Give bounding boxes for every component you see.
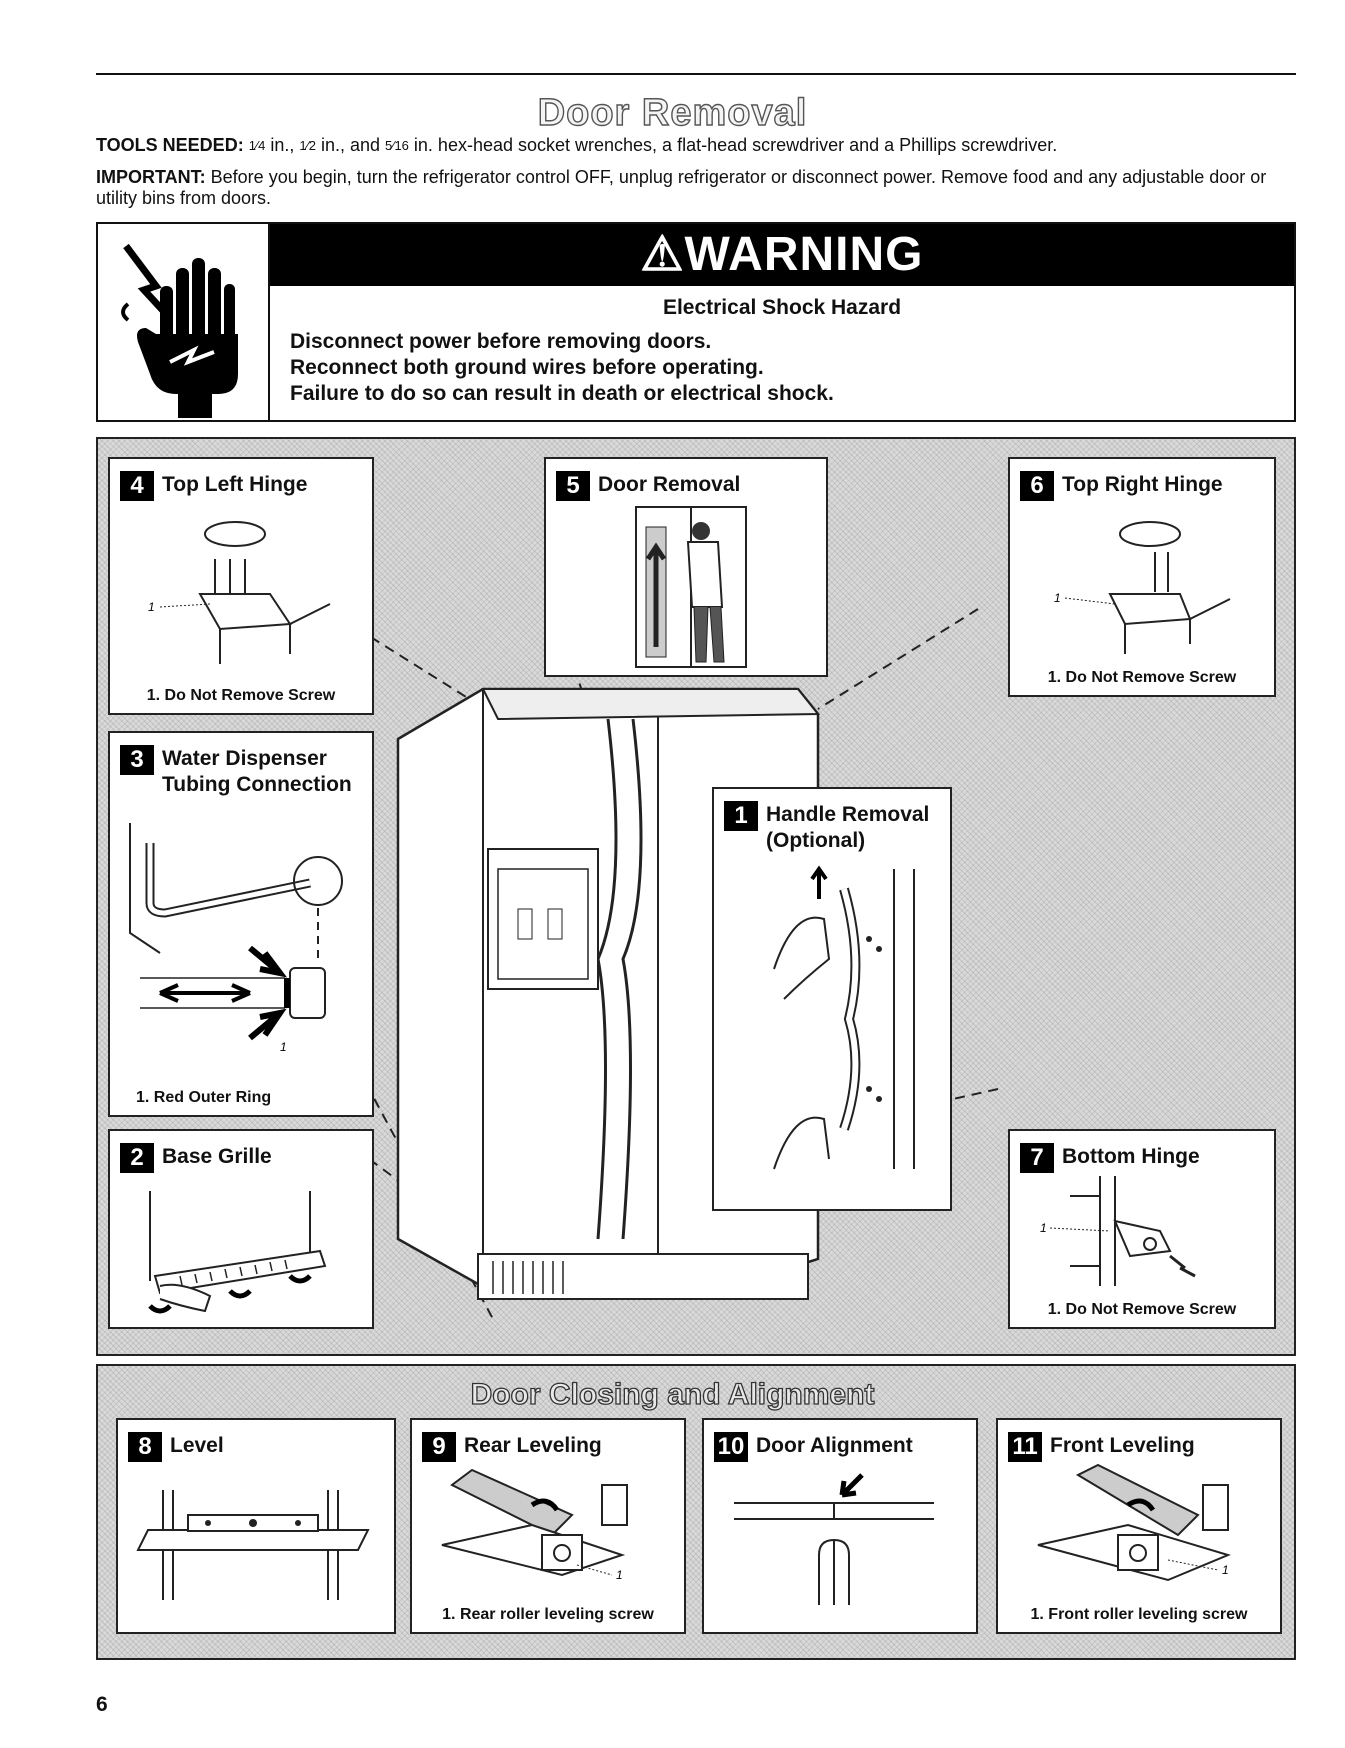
step-caption: 1. Do Not Remove Screw (1047, 669, 1237, 686)
tools-fraction-half: 1⁄2 (299, 138, 316, 153)
step-title: Rear Leveling (464, 1434, 602, 1457)
step-1-card: 1 Handle Removal (Optional) (712, 787, 952, 1211)
step-number: 7 (1020, 1143, 1054, 1173)
electrical-shock-hand-icon (98, 224, 270, 420)
top-rule (96, 73, 1296, 75)
door-alignment-illustration (734, 1473, 934, 1605)
hazard-title: Electrical Shock Hazard (662, 296, 902, 319)
step-number: 6 (1020, 471, 1054, 501)
callout-number: 1 (1054, 591, 1061, 605)
step-11-card: 11 Front Leveling 1 1. Front roller leve… (996, 1418, 1282, 1634)
tools-needed: TOOLS NEEDED: 1⁄4 in., 1⁄2 in., and 5⁄16… (96, 135, 1306, 156)
step-caption: 1. Do Not Remove Screw (1047, 1301, 1237, 1318)
step-caption: 1. Red Outer Ring (136, 1089, 272, 1106)
rear-leveling-illustration: 1 (441, 1468, 628, 1582)
bottom-hinge-illustration: 1 (1040, 1176, 1196, 1286)
page-number: 6 (96, 1693, 108, 1716)
important-text: Before you begin, turn the refrigerator … (96, 167, 1267, 208)
step-9-card: 9 Rear Leveling 1 1. Rear roller levelin… (410, 1418, 686, 1634)
step-title: Bottom Hinge (1062, 1145, 1200, 1168)
callout-number: 1 (148, 600, 155, 614)
step-number: 9 (422, 1432, 456, 1462)
step-4-card: 4 Top Left Hinge 1 1. Do Not Remove Scre… (108, 457, 374, 715)
step-number: 4 (120, 471, 154, 501)
warning-line-3: Failure to do so can result in death or … (290, 382, 834, 405)
step-number: 5 (556, 471, 590, 501)
step-number: 8 (128, 1432, 162, 1462)
step-number: 3 (120, 745, 154, 775)
step-title: Level (170, 1434, 224, 1457)
tools-text-1: in., (265, 135, 300, 155)
step-title: Base Grille (162, 1145, 272, 1168)
callout-number: 1 (280, 1040, 287, 1054)
step-title-line-1: Handle Removal (766, 803, 930, 826)
callout-number: 1 (1222, 1563, 1229, 1577)
callout-number: 1 (616, 1568, 623, 1582)
step-title: Door Removal (598, 473, 741, 496)
tools-label: TOOLS NEEDED: (96, 135, 244, 155)
step-title: Top Left Hinge (162, 473, 308, 496)
step-number: 2 (120, 1143, 154, 1173)
step-5-card: 5 Door Removal (544, 457, 828, 677)
step-7-card: 7 Bottom Hinge 1 1. Do Not Remove Screw (1008, 1129, 1276, 1329)
handle-removal-illustration (773, 865, 915, 1170)
warning-line-2: Reconnect both ground wires before opera… (290, 356, 764, 379)
door-removal-illustration (635, 506, 747, 668)
base-grille-illustration (148, 1191, 327, 1314)
step-number: 11 (1008, 1432, 1042, 1462)
step-title-line-1: Water Dispenser (162, 747, 327, 770)
step-caption: 1. Front roller leveling screw (1030, 1606, 1248, 1623)
step-10-card: 10 Door Alignment (702, 1418, 978, 1634)
step-caption: 1. Rear roller leveling screw (442, 1606, 654, 1623)
step-title: Front Leveling (1050, 1434, 1195, 1457)
front-leveling-illustration: 1 (1037, 1463, 1231, 1582)
important-note: IMPORTANT: Before you begin, turn the re… (96, 167, 1306, 209)
step-title: Door Alignment (756, 1434, 913, 1457)
step-title-line-2: Tubing Connection (162, 773, 352, 796)
tools-text-3: in. hex-head socket wrenches, a flat-hea… (408, 135, 1058, 155)
page-title: Door Removal (537, 91, 808, 134)
tools-fraction-five-sixteenths: 5⁄16 (385, 138, 409, 153)
warning-banner: ⚠WARNING (270, 224, 1294, 286)
tools-text-2: in., and (316, 135, 386, 155)
callout-number: 1 (1040, 1221, 1047, 1235)
warning-banner-text: WARNING (684, 228, 924, 281)
top-left-hinge-illustration: 1 (148, 521, 331, 664)
tools-fraction-quarter: 1⁄4 (248, 138, 266, 153)
water-dispenser-tubing-illustration: 1 (129, 823, 343, 1054)
top-right-hinge-illustration: 1 (1054, 521, 1231, 654)
step-number: 10 (714, 1432, 748, 1462)
door-removal-panel: 4 Top Left Hinge 1 1. Do Not Remove Scre… (96, 437, 1296, 1356)
warning-box: ⚠WARNING Electrical Shock Hazard Disconn… (96, 222, 1296, 422)
step-title: Top Right Hinge (1062, 473, 1223, 496)
step-caption: 1. Do Not Remove Screw (146, 687, 336, 704)
step-6-card: 6 Top Right Hinge 1 1. Do Not Remove Scr… (1008, 457, 1276, 697)
warning-line-1: Disconnect power before removing doors. (290, 330, 712, 353)
step-3-card: 3 Water Dispenser Tubing Connection 1 1.… (108, 731, 374, 1117)
warning-triangle-icon: ⚠ (640, 228, 685, 281)
important-label: IMPORTANT: (96, 167, 206, 187)
step-number: 1 (724, 801, 758, 831)
level-illustration (136, 1490, 370, 1600)
door-closing-heading: Door Closing and Alignment (470, 1377, 875, 1411)
step-2-card: 2 Base Grille (108, 1129, 374, 1329)
step-8-card: 8 Level (116, 1418, 396, 1634)
step-title-line-2: (Optional) (766, 829, 866, 852)
